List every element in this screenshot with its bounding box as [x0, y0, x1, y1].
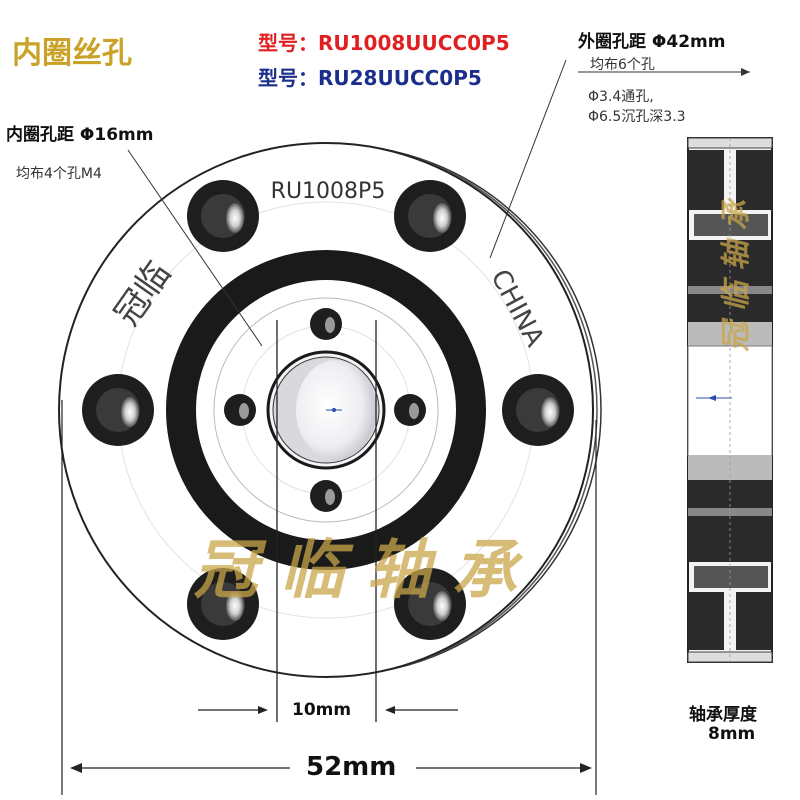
- inner-pitch-label: 内圈孔距 Φ16mm: [6, 125, 154, 145]
- part-number-engraving: RU1008P5: [271, 179, 386, 204]
- inner-hole-top: [310, 308, 342, 340]
- outer-dim-arrowhead-right: [580, 763, 592, 773]
- inner-hole-bottom: [310, 480, 342, 512]
- outer-dim-arrowhead-left: [70, 763, 82, 773]
- watermark-text: 冠 临 轴 承: [194, 533, 524, 608]
- outer-hole-2: [394, 180, 466, 252]
- thickness-label: 轴承厚度: [689, 705, 757, 725]
- outer-dimension-label: 52mm: [306, 752, 397, 782]
- bore-dim-arrowhead-left: [258, 706, 268, 714]
- outer-hole-1: [187, 180, 259, 252]
- inner-holes-label: 均布4个孔M4: [16, 166, 102, 182]
- outer-leader-line: [489, 59, 567, 259]
- inner-hole-left: [224, 394, 256, 426]
- bearing-side-view: 冠 临 轴 承: [687, 137, 773, 663]
- bore-dimension-label: 10mm: [292, 700, 352, 720]
- bore-dim-arrowhead-right: [385, 706, 395, 714]
- outer-through-label: Φ3.4通孔,: [588, 89, 654, 105]
- outer-hole-5: [187, 568, 259, 640]
- outer-counterbore-label: Φ6.5沉孔深3.3: [588, 109, 686, 125]
- model-number-2: 型号：RU28UUCC0P5: [258, 66, 482, 90]
- seal-ring: [166, 250, 486, 570]
- page-title: 内圈丝孔: [12, 36, 132, 71]
- inner-hole-right: [394, 394, 426, 426]
- outer-holes-label: 均布6个孔: [590, 57, 655, 73]
- model-number-1: 型号：RU1008UUCC0P5: [258, 31, 510, 55]
- side-watermark-text: 冠 临 轴 承: [719, 196, 754, 352]
- inner-leader-line: [127, 149, 263, 347]
- outer-hole-6: [394, 568, 466, 640]
- thickness-value: 8mm: [708, 724, 756, 744]
- inner-ring-edge: [213, 297, 439, 523]
- outer-arrow-head: [741, 68, 750, 76]
- center-mark: [326, 408, 342, 412]
- outer-hole-3: [82, 374, 154, 446]
- outer-hole-4: [502, 374, 574, 446]
- outer-pitch-label: 外圈孔距 Φ42mm: [578, 32, 726, 52]
